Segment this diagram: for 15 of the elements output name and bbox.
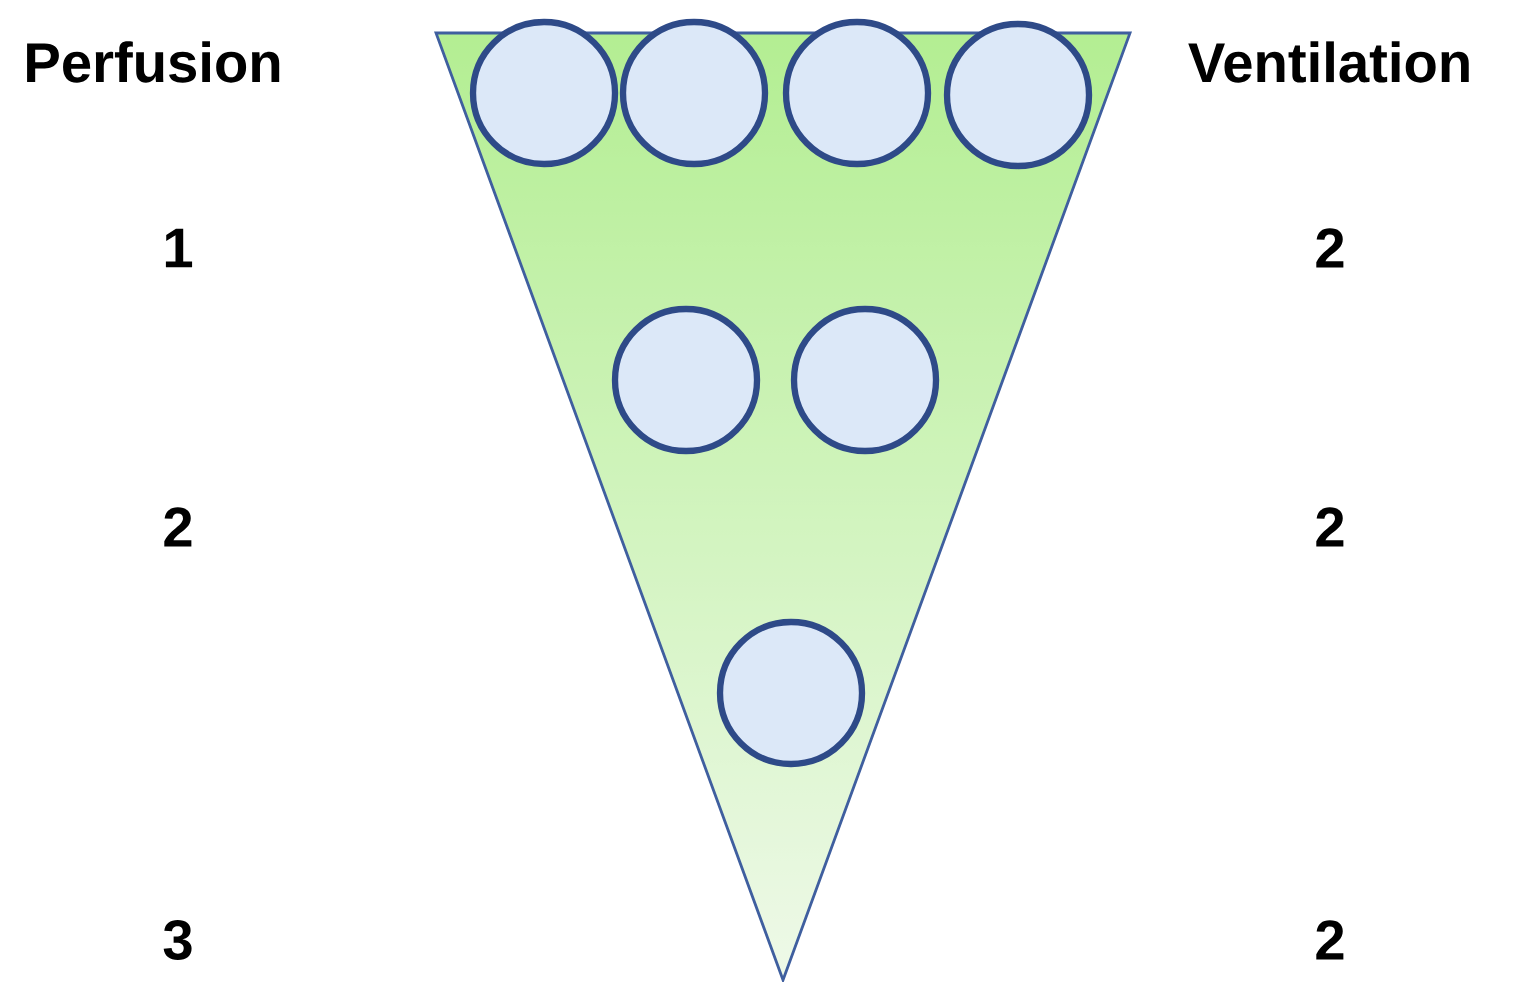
alveolus-circle — [716, 618, 866, 768]
column-heading: Ventilation — [1188, 41, 1469, 83]
alveolus-circle — [619, 18, 769, 168]
value-number: 2 — [164, 507, 192, 547]
alveolus-circle — [943, 20, 1093, 170]
column-heading: Perfusion — [27, 41, 280, 83]
value-number: 3 — [163, 920, 192, 960]
alveolus-circle — [611, 305, 761, 455]
value-number: 2 — [1316, 507, 1344, 547]
alveolus-circle — [469, 18, 619, 168]
value-number: 2 — [1316, 228, 1344, 268]
alveolus-circle — [782, 18, 932, 168]
value-number: 2 — [1316, 920, 1344, 960]
value-number: 1 — [165, 228, 193, 268]
alveolus-circle — [790, 305, 940, 455]
